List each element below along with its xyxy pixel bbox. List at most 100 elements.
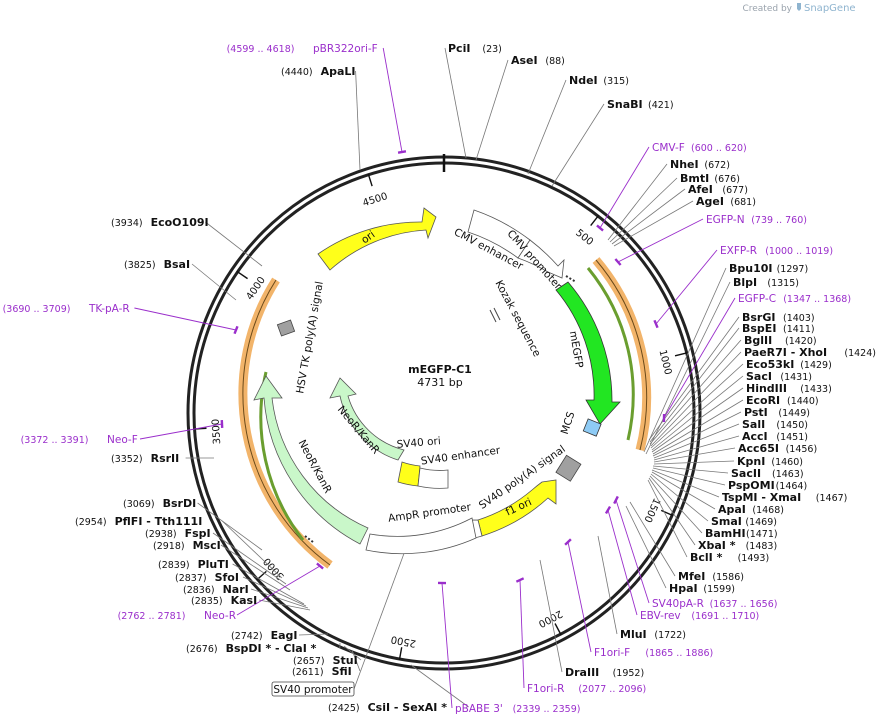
site-label[interactable]: (2836)NarI (183, 583, 249, 596)
primer-label[interactable]: SV40pA-R(1637 .. 1656) (652, 598, 777, 610)
site-position: (3352) (111, 454, 143, 465)
site-label[interactable]: SacI(1431) (746, 370, 812, 383)
feature-label: Kozak sequence (492, 278, 542, 358)
neo-dash-mark (304, 535, 314, 543)
primer-name: pBR322ori-F (313, 43, 378, 55)
feature-label: SV40 enhancer (420, 444, 502, 467)
site-label[interactable]: SmaI(1469) (711, 515, 777, 528)
primer-label[interactable]: EBV-rev(1691 .. 1710) (640, 610, 759, 622)
site-label[interactable]: NheI(672) (670, 158, 730, 171)
site-label[interactable]: BclI *(1493) (690, 551, 769, 564)
site-label[interactable]: (2837)SfoI (175, 571, 239, 584)
site-label[interactable]: SnaBI(421) (607, 98, 674, 111)
site-label[interactable]: ApaI(1468) (718, 503, 784, 516)
primer-label[interactable]: F1ori-F(1865 .. 1886) (594, 647, 713, 659)
site-label[interactable]: (2835)KasI (191, 594, 257, 607)
site-label[interactable]: Acc65I(1456) (738, 442, 817, 455)
site-label[interactable]: (3352)RsrII (111, 452, 179, 465)
mcs-box[interactable] (582, 418, 602, 437)
site-label[interactable]: (2918)MscI (153, 539, 221, 552)
site-label[interactable]: BlpI(1315) (733, 276, 799, 289)
site-label[interactable]: (2938)FspI (145, 527, 211, 540)
site-label[interactable]: KpnI(1460) (737, 455, 803, 468)
site-label[interactable]: AfeI(677) (688, 183, 748, 196)
primer-label[interactable]: pBABE 3'(2339 .. 2359) (455, 703, 580, 715)
primer-label[interactable]: (3690 .. 3709)TK-pA-R (3, 303, 130, 315)
primer-marks (220, 150, 666, 585)
primer-label[interactable]: (2762 .. 2781)Neo-R (118, 610, 236, 622)
site-leader-line (444, 47, 467, 159)
primer-label[interactable]: CMV-F(600 .. 620) (652, 142, 747, 154)
site-label[interactable]: MfeI(1586) (678, 570, 744, 583)
site-label[interactable]: DraIII(1952) (565, 666, 644, 679)
tick-label: 4500 (362, 191, 390, 209)
primer-leader-line (599, 146, 650, 229)
sv40-promoter-label[interactable]: SV40 promoter (271, 681, 355, 697)
site-label[interactable]: BglII(1420) (744, 334, 817, 347)
site-label[interactable]: HindIII(1433) (746, 382, 832, 395)
site-position: (1449) (778, 408, 810, 419)
site-label[interactable]: SalI(1450) (742, 418, 808, 431)
site-label[interactable]: BspEI(1411) (742, 322, 815, 335)
site-label[interactable]: (3934)EcoO109I (111, 216, 209, 229)
primer-label[interactable]: EGFP-N(739 .. 760) (706, 214, 807, 226)
site-label[interactable]: (2425)CsiI - SexAI * (328, 701, 447, 714)
backbone-outer-ring (186, 155, 702, 671)
neor-kanr-inner-arrow[interactable] (329, 377, 405, 461)
primer-site-mark (614, 258, 622, 266)
site-name: XbaI * (698, 539, 736, 552)
site-label[interactable]: PciI(23) (448, 42, 502, 55)
site-leader-line (539, 559, 563, 673)
site-label[interactable]: BmtI(676) (680, 172, 740, 185)
site-label[interactable]: Bpu10I(1297) (729, 262, 808, 275)
site-label[interactable]: (2954)PflFI - Tth111I (75, 515, 202, 528)
primer-label[interactable]: EXFP-R(1000 .. 1019) (720, 245, 833, 257)
site-label[interactable]: PspOMI(1464) (728, 479, 807, 492)
site-label[interactable]: (2839)PluTI (158, 558, 229, 571)
site-leader-line (650, 351, 742, 447)
site-label[interactable]: XbaI *(1483) (698, 539, 777, 552)
primer-label[interactable]: F1ori-R(2077 .. 2096) (527, 683, 646, 695)
site-leader-line (343, 645, 362, 661)
site-leader-line (649, 339, 742, 445)
primer-label[interactable]: EGFP-C(1347 .. 1368) (738, 293, 851, 305)
ori-arrow[interactable] (317, 207, 437, 271)
site-label[interactable]: (3069)BsrDI (123, 497, 196, 510)
site-label[interactable]: TspMI - XmaI(1467) (722, 491, 847, 504)
site-label[interactable]: Eco53kI(1429) (746, 358, 832, 371)
site-label[interactable]: (2611)SfiI (292, 665, 352, 678)
primer-label[interactable]: (3372 .. 3391)Neo-F (21, 434, 138, 446)
site-label[interactable]: PaeR7I - XhoI(1424) (744, 346, 876, 359)
site-label[interactable]: BamHI(1471) (705, 527, 778, 540)
megfp-arrow[interactable] (555, 281, 621, 425)
site-label[interactable]: AccI(1451) (742, 430, 808, 443)
site-label[interactable]: EcoRI(1440) (746, 394, 819, 407)
primer-leader-line (382, 47, 403, 153)
cmv-promoter-arrow[interactable] (517, 239, 565, 279)
neor-kanr-outer-arrow[interactable] (253, 375, 369, 545)
hsv-tk-polya-box[interactable] (276, 319, 296, 337)
sv40-polya-signal-box[interactable] (555, 454, 582, 482)
site-label[interactable]: SacII(1463) (731, 467, 804, 480)
site-label[interactable]: (4440)ApaLI (281, 65, 356, 78)
site-position: (1463) (772, 469, 804, 480)
site-label[interactable]: (2676)BspDI * - ClaI * (186, 642, 317, 655)
site-label[interactable]: BsrGI(1403) (742, 311, 815, 324)
site-label[interactable]: AgeI(681) (696, 195, 756, 208)
site-label[interactable]: NdeI(315) (569, 74, 629, 87)
primer-label[interactable]: (4599 .. 4618)pBR322ori-F (227, 43, 378, 55)
site-position: (1411) (783, 324, 815, 335)
tick-mark-2500 (398, 647, 403, 661)
site-label[interactable]: PstI (1449) (744, 406, 810, 419)
site-label[interactable]: MluI(1722) (620, 628, 686, 641)
site-label[interactable]: (2742)EagI (231, 629, 298, 642)
site-label[interactable]: AseI(88) (511, 54, 565, 67)
site-label[interactable]: (3825)BsaI (124, 258, 190, 271)
site-label[interactable]: (2657)StuI (293, 654, 358, 667)
sv40-enhancer-box[interactable] (417, 467, 449, 489)
site-leader-line (597, 535, 618, 635)
sv40-ori-box[interactable] (397, 461, 421, 487)
site-name: PstI (744, 406, 768, 419)
site-name: PspOMI (728, 479, 775, 492)
site-label[interactable]: HpaI(1599) (669, 582, 735, 595)
